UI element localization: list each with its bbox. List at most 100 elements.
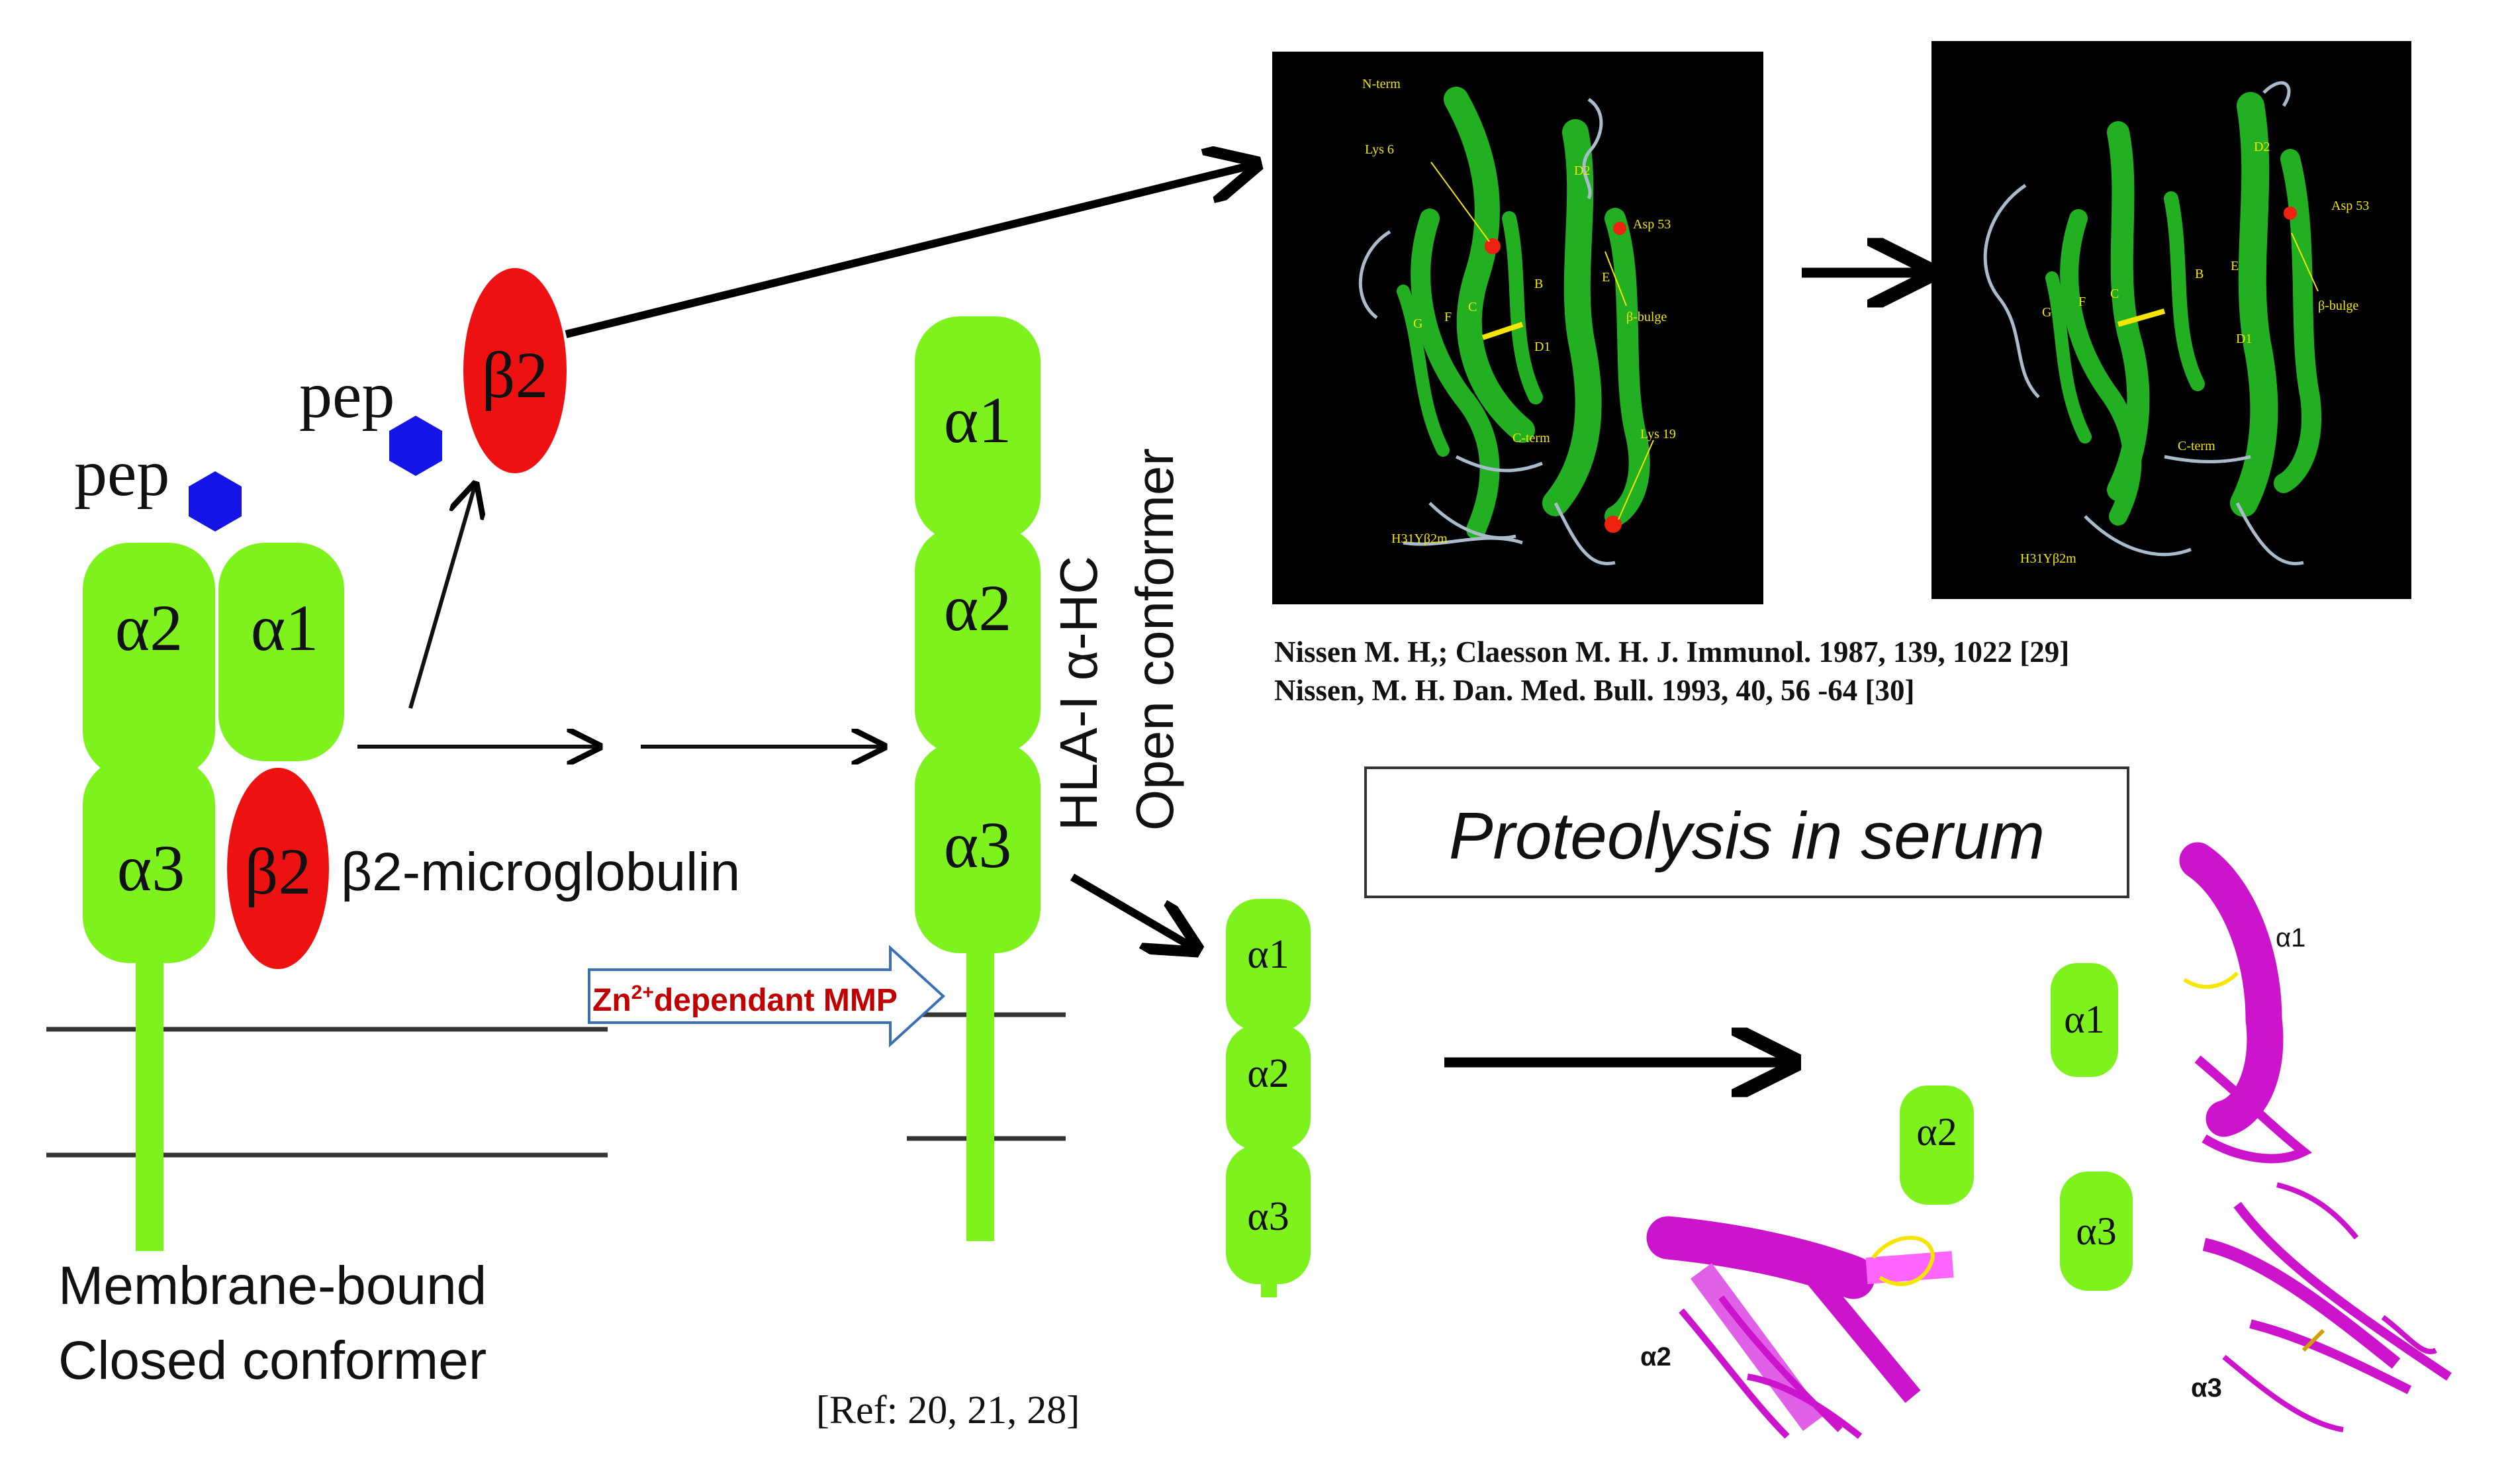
beta2-microglobulin-free xyxy=(463,268,567,473)
disulfide-2 xyxy=(2117,308,2166,327)
s2-cterm: C-term xyxy=(2178,439,2215,453)
lys19-atom xyxy=(1604,516,1622,533)
bulge-pointer-2 xyxy=(2291,232,2319,292)
s2-h31y: H31Yβ2m xyxy=(2020,551,2076,566)
reference-line-1: Nissen M. H,; Claesson M. H. J. Immunol.… xyxy=(1274,635,2069,669)
strand-3 xyxy=(1411,209,1500,539)
alpha2-domain xyxy=(83,543,215,778)
ribbon-alpha1-loop xyxy=(2183,971,2239,989)
alpha1-domain xyxy=(218,543,344,761)
s1-bulge: β-bulge xyxy=(1626,310,1667,324)
closed-conformer: pep α2 α1 α3 β2 β2-microglobulin Membran… xyxy=(46,436,740,1391)
s2-d1: D1 xyxy=(2236,332,2252,346)
open-alpha2-label: α2 xyxy=(944,571,1011,645)
s2-asp53: Asp 53 xyxy=(2331,199,2369,213)
strand2-6 xyxy=(2045,271,2092,443)
ribbon-alpha3-loops xyxy=(2222,1182,2437,1432)
s1-c: C xyxy=(1468,300,1477,314)
loop-1 xyxy=(1582,97,1603,200)
shed-alpha1-domain xyxy=(1226,899,1311,1031)
strand2-3 xyxy=(2060,209,2142,526)
beta2-microglobulin-closed xyxy=(227,768,329,969)
ribbon-alpha1-helix xyxy=(2179,842,2284,1137)
frag-alpha1-label: α1 xyxy=(2064,997,2104,1041)
loop-5 xyxy=(1403,536,1523,546)
s2-c: C xyxy=(2110,287,2119,301)
shed-stub xyxy=(1261,1281,1277,1297)
ribbon-alpha2-label: α2 xyxy=(1640,1342,1671,1371)
frag-alpha3-domain xyxy=(2060,1172,2133,1291)
ribbon-alpha2-sheet-2 xyxy=(1779,1238,1921,1403)
alpha3-label: α3 xyxy=(117,831,185,905)
structure-panel-2: D2 Asp 53 β-bulge B E G F C D1 C-term H3… xyxy=(1931,41,2411,599)
ribbon-alpha2-helix xyxy=(1646,1216,1875,1299)
open-label-hla: HLA-I α-HC xyxy=(1049,556,1108,831)
mmp-arrow-shape xyxy=(588,945,945,1048)
s1-cterm: C-term xyxy=(1512,431,1550,445)
loop2-4 xyxy=(2235,502,2304,565)
strand2-4 xyxy=(2274,149,2321,493)
shed-alpha1-label: α1 xyxy=(1247,932,1289,977)
ribbon-alpha3-sheet-2 xyxy=(2233,1201,2452,1381)
shed-alpha2-label: α2 xyxy=(1247,1051,1289,1096)
shed-alpha2-domain xyxy=(1226,1025,1311,1150)
open-alpha3-domain xyxy=(915,741,1041,953)
loop-6 xyxy=(1455,455,1543,473)
proteolysis-title: Proteolysis in serum xyxy=(1449,799,2045,873)
alpha3-domain xyxy=(83,758,215,963)
open-label-conformer: Open conformer xyxy=(1125,448,1184,831)
s2-f: F xyxy=(2078,295,2086,309)
disulfide-1 xyxy=(1481,322,1524,340)
ribbon-alpha1-sheet xyxy=(2194,1055,2312,1164)
strand2-5 xyxy=(2164,191,2205,391)
proteolysis-box: Proteolysis in serum xyxy=(1364,766,2129,898)
open-alpha3-label: α3 xyxy=(944,808,1011,882)
loop2-5 xyxy=(2164,455,2251,463)
s1-e: E xyxy=(1602,270,1610,285)
frag-alpha3-label: α3 xyxy=(2076,1209,2116,1253)
loop2-3 xyxy=(2084,515,2192,557)
asp53-atom-2 xyxy=(2284,207,2297,220)
strand-2 xyxy=(1542,119,1602,516)
frag-alpha2-label: α2 xyxy=(1916,1110,1957,1154)
strand-6 xyxy=(1397,285,1450,457)
open-alpha1-domain xyxy=(915,316,1041,541)
reference-line-2: Nissen, M. H. Dan. Med. Bull. 1993, 40, … xyxy=(1274,674,1915,707)
ribbon-alpha3-disulfide xyxy=(2301,1328,2325,1352)
s1-nterm: N-term xyxy=(1362,77,1401,91)
fragments: α1 α2 α3 xyxy=(1900,963,2133,1291)
s1-f: F xyxy=(1444,310,1452,324)
lys6-atom xyxy=(1485,238,1501,254)
dissociated-components: β2 pep xyxy=(299,268,567,709)
ribbon-alpha2-strands xyxy=(1679,1295,1863,1439)
s1-asp53: Asp 53 xyxy=(1633,217,1671,232)
arrow-to-structure xyxy=(565,165,1251,338)
ribbon-alpha2: α2 xyxy=(1640,1216,1954,1439)
pep-label: pep xyxy=(74,436,169,510)
ribbon-alpha3-sheet-1 xyxy=(2202,1238,2401,1369)
b2m-label: β2-microglobulin xyxy=(341,842,740,902)
s2-e: E xyxy=(2231,259,2239,273)
alpha1-label: α1 xyxy=(251,591,318,665)
ribbon-alpha2-sheet-3 xyxy=(1865,1251,1954,1284)
ribbon-alpha3: α3 xyxy=(2191,1182,2452,1432)
frag-alpha1-domain xyxy=(2051,963,2118,1077)
structure-panel-1: N-term Lys 6 D2 Asp 53 β-bulge B E C F G… xyxy=(1272,52,1763,604)
bulge-pointer xyxy=(1604,251,1627,306)
free-beta2-label: β2 xyxy=(482,338,549,412)
free-pep-label: pep xyxy=(299,358,395,432)
free-peptide-hexagon xyxy=(389,416,442,476)
s1-d2: D2 xyxy=(1574,163,1590,178)
reference-label: [Ref: 20, 21, 28] xyxy=(816,1388,1080,1432)
strand-4 xyxy=(1604,208,1650,527)
lys6-pointer xyxy=(1430,162,1490,242)
open-conformer: α1 α2 α3 HLA-I α-HC Open conformer [Ref:… xyxy=(816,316,1184,1432)
frag-alpha2-domain xyxy=(1900,1086,1974,1205)
loop2-1 xyxy=(2262,81,2291,107)
asp53-atom xyxy=(1613,222,1626,235)
s2-bulge: β-bulge xyxy=(2318,299,2358,313)
ribbon-alpha3-sheet-3 xyxy=(2249,1319,2412,1395)
s1-g: G xyxy=(1413,316,1422,331)
s1-lys6: Lys 6 xyxy=(1365,142,1394,157)
